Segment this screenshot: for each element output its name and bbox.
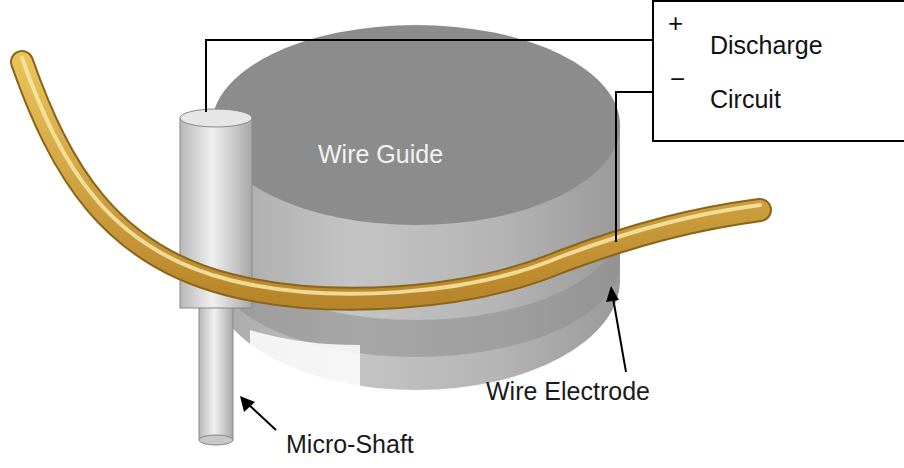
polarity-sign: − (670, 64, 685, 95)
part-name: Wire Electrode (486, 377, 650, 406)
guide-notch (250, 330, 360, 420)
wire-outline (22, 62, 760, 299)
negative-lead (616, 92, 652, 242)
leader-line (248, 404, 276, 430)
micro-shaft-end (199, 435, 233, 445)
polarity-sign: + (668, 8, 683, 39)
part-name: Micro-Shaft (286, 430, 414, 459)
leader-line (613, 298, 626, 372)
micro-shaft-top (180, 109, 252, 127)
leader-arrowhead (240, 396, 255, 412)
wire-highlight (22, 58, 760, 294)
leader-arrowhead (606, 286, 619, 302)
wire-electrode (22, 62, 760, 299)
positive-lead (206, 40, 652, 112)
circuit-box: + −Discharge Circuit (652, 0, 904, 142)
circuit-name: Discharge Circuit (710, 18, 823, 126)
guide-top (212, 25, 620, 225)
part-name: Wire Guide (318, 140, 443, 169)
micro-shaft-lower (199, 300, 233, 440)
